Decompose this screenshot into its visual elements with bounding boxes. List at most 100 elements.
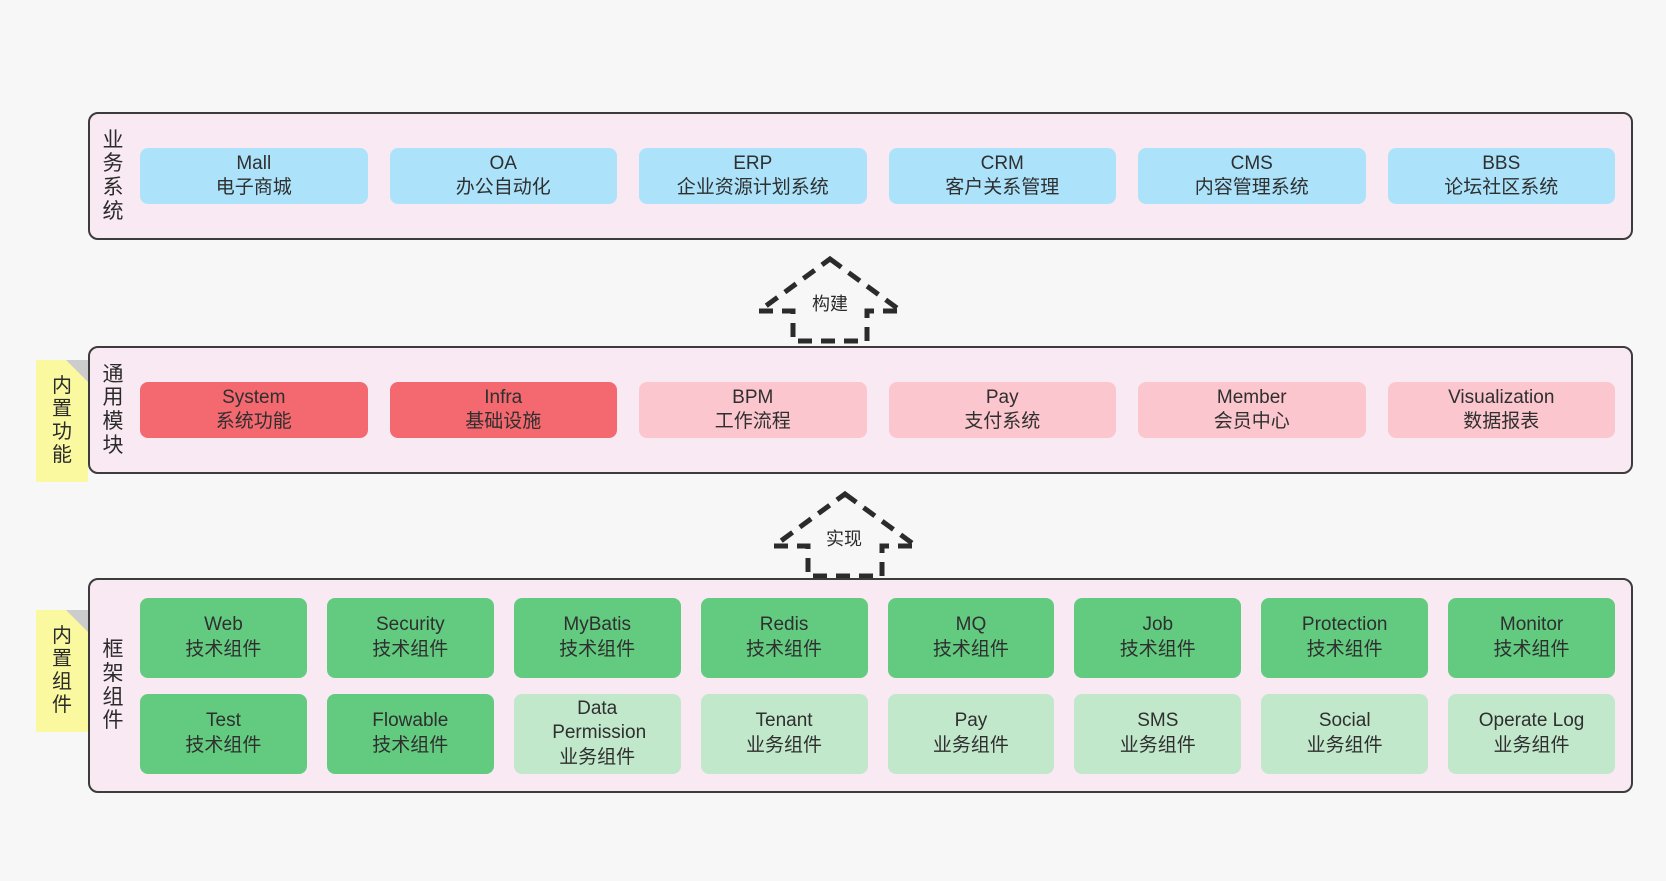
card-subtitle: 技术组件	[559, 638, 636, 660]
layer-label-framework-component: 框 架 组 件	[90, 580, 136, 791]
card-subtitle: 工作流程	[714, 411, 791, 432]
card-social[interactable]: Social 业务组件	[1261, 693, 1429, 774]
layer-label-business-system: 业 务 系 统	[90, 114, 136, 238]
card-subtitle: 技术组件	[1306, 638, 1383, 660]
layer-body-common-module: System 系统功能 Infra 基础设施 BPM 工作流程 Pay 支付系统…	[136, 348, 1631, 472]
card-title: Security	[375, 614, 445, 636]
card-title: Test	[206, 710, 241, 732]
card-title: Flowable	[372, 710, 449, 732]
note-char: 组	[52, 671, 72, 693]
card-web[interactable]: Web 技术组件	[140, 597, 307, 678]
card-title: Monitor	[1499, 614, 1564, 636]
card-subtitle: 电子商城	[215, 177, 292, 198]
card-subtitle: 技术组件	[1493, 638, 1570, 660]
card-row-business: Test 技术组件 Flowable 技术组件 Data Permission …	[140, 693, 1615, 774]
card-subtitle: 论坛社区系统	[1444, 177, 1559, 198]
card-mall[interactable]: Mall 电子商城	[140, 147, 368, 205]
card-member[interactable]: Member 会员中心	[1138, 381, 1366, 439]
card-subtitle: 技术组件	[185, 734, 262, 756]
card-subtitle: 技术组件	[1119, 638, 1196, 660]
connector-build-arrow	[755, 255, 905, 344]
card-subtitle: 技术组件	[746, 638, 823, 660]
card-subtitle: 技术组件	[372, 638, 449, 660]
card-monitor[interactable]: Monitor 技术组件	[1448, 597, 1615, 678]
label-char: 用	[102, 386, 124, 410]
card-subtitle: 支付系统	[964, 411, 1041, 432]
card-subtitle: 技术组件	[932, 638, 1009, 660]
card-infra[interactable]: Infra 基础设施	[389, 381, 617, 439]
card-oa[interactable]: OA 办公自动化	[389, 147, 617, 205]
card-title: Web	[204, 614, 243, 636]
card-title: SMS	[1137, 710, 1179, 732]
card-operate-log[interactable]: Operate Log 业务组件	[1448, 693, 1615, 774]
card-row: Mall 电子商城 OA 办公自动化 ERP 企业资源计划系统 CRM 客户关系…	[140, 147, 1615, 205]
note-char: 置	[52, 648, 72, 671]
note-fold-corner	[66, 610, 88, 632]
card-title: Data Permission	[552, 698, 647, 744]
card-pay-module[interactable]: Pay 支付系统	[888, 381, 1116, 439]
card-protection[interactable]: Protection 技术组件	[1261, 597, 1429, 678]
connector-implement-label: 实现	[826, 529, 862, 549]
note-char: 能	[52, 443, 72, 466]
card-security[interactable]: Security 技术组件	[326, 597, 494, 678]
card-row: System 系统功能 Infra 基础设施 BPM 工作流程 Pay 支付系统…	[140, 381, 1615, 439]
card-cms[interactable]: CMS 内容管理系统	[1138, 147, 1366, 205]
label-char: 系	[102, 176, 124, 199]
layer-body-framework-component: Web 技术组件 Security 技术组件 MyBatis 技术组件 Redi…	[136, 580, 1631, 791]
card-sms[interactable]: SMS 业务组件	[1074, 693, 1242, 774]
card-title: Social	[1318, 710, 1371, 732]
card-test[interactable]: Test 技术组件	[140, 693, 307, 774]
card-bbs[interactable]: BBS 论坛社区系统	[1387, 147, 1615, 205]
card-title: Protection	[1301, 614, 1388, 636]
card-title: Visualization	[1448, 386, 1555, 408]
card-subtitle: 业务组件	[932, 734, 1009, 756]
note-char: 置	[52, 398, 72, 421]
card-subtitle: 技术组件	[372, 734, 449, 756]
card-redis[interactable]: Redis 技术组件	[700, 597, 868, 678]
card-subtitle: 系统功能	[215, 411, 292, 432]
card-flowable[interactable]: Flowable 技术组件	[326, 693, 494, 774]
card-subtitle: 内容管理系统	[1194, 177, 1309, 198]
card-title: System	[222, 386, 286, 408]
card-subtitle: 业务组件	[1306, 734, 1383, 756]
card-subtitle: 客户关系管理	[945, 177, 1060, 198]
layer-label-common-module: 通 用 模 块	[90, 348, 136, 472]
note-builtin-function: 内 置 功 能	[36, 360, 88, 482]
card-subtitle: 业务组件	[559, 746, 636, 768]
card-data-permission[interactable]: Data Permission 业务组件	[513, 693, 681, 774]
card-title: Operate Log	[1478, 710, 1585, 732]
card-crm[interactable]: CRM 客户关系管理	[888, 147, 1116, 205]
label-char: 通	[102, 362, 124, 386]
card-subtitle: 技术组件	[185, 638, 262, 660]
card-job[interactable]: Job 技术组件	[1074, 597, 1242, 678]
card-pay-component[interactable]: Pay 业务组件	[887, 693, 1055, 774]
card-mybatis[interactable]: MyBatis 技术组件	[513, 597, 681, 678]
card-system[interactable]: System 系统功能	[140, 381, 368, 439]
label-char: 架	[102, 661, 124, 685]
label-char: 框	[102, 638, 124, 662]
note-builtin-component: 内 置 组 件	[36, 610, 88, 732]
card-tenant[interactable]: Tenant 业务组件	[700, 693, 868, 774]
card-mq[interactable]: MQ 技术组件	[887, 597, 1055, 678]
label-char: 统	[102, 199, 124, 223]
card-subtitle: 业务组件	[746, 734, 823, 756]
card-title: BPM	[732, 386, 774, 408]
card-subtitle: 业务组件	[1493, 734, 1570, 756]
card-visualization[interactable]: Visualization 数据报表	[1387, 381, 1615, 439]
card-bpm[interactable]: BPM 工作流程	[639, 381, 867, 439]
card-title: MyBatis	[563, 614, 631, 636]
layer-common-module: 通 用 模 块 System 系统功能 Infra 基础设施 BPM 工作流程	[88, 346, 1633, 474]
label-char: 模	[102, 410, 124, 433]
card-title: MQ	[955, 614, 987, 636]
card-row-tech: Web 技术组件 Security 技术组件 MyBatis 技术组件 Redi…	[140, 597, 1615, 678]
card-title: CRM	[980, 152, 1024, 174]
card-erp[interactable]: ERP 企业资源计划系统	[639, 147, 867, 205]
label-char: 块	[102, 433, 124, 457]
card-title: Pay	[985, 386, 1019, 408]
note-char: 件	[52, 693, 72, 716]
connector-build-label: 构建	[812, 294, 848, 314]
connector-implement-arrow	[770, 490, 920, 579]
card-title: CMS	[1230, 152, 1273, 174]
card-subtitle: 企业资源计划系统	[676, 177, 829, 198]
